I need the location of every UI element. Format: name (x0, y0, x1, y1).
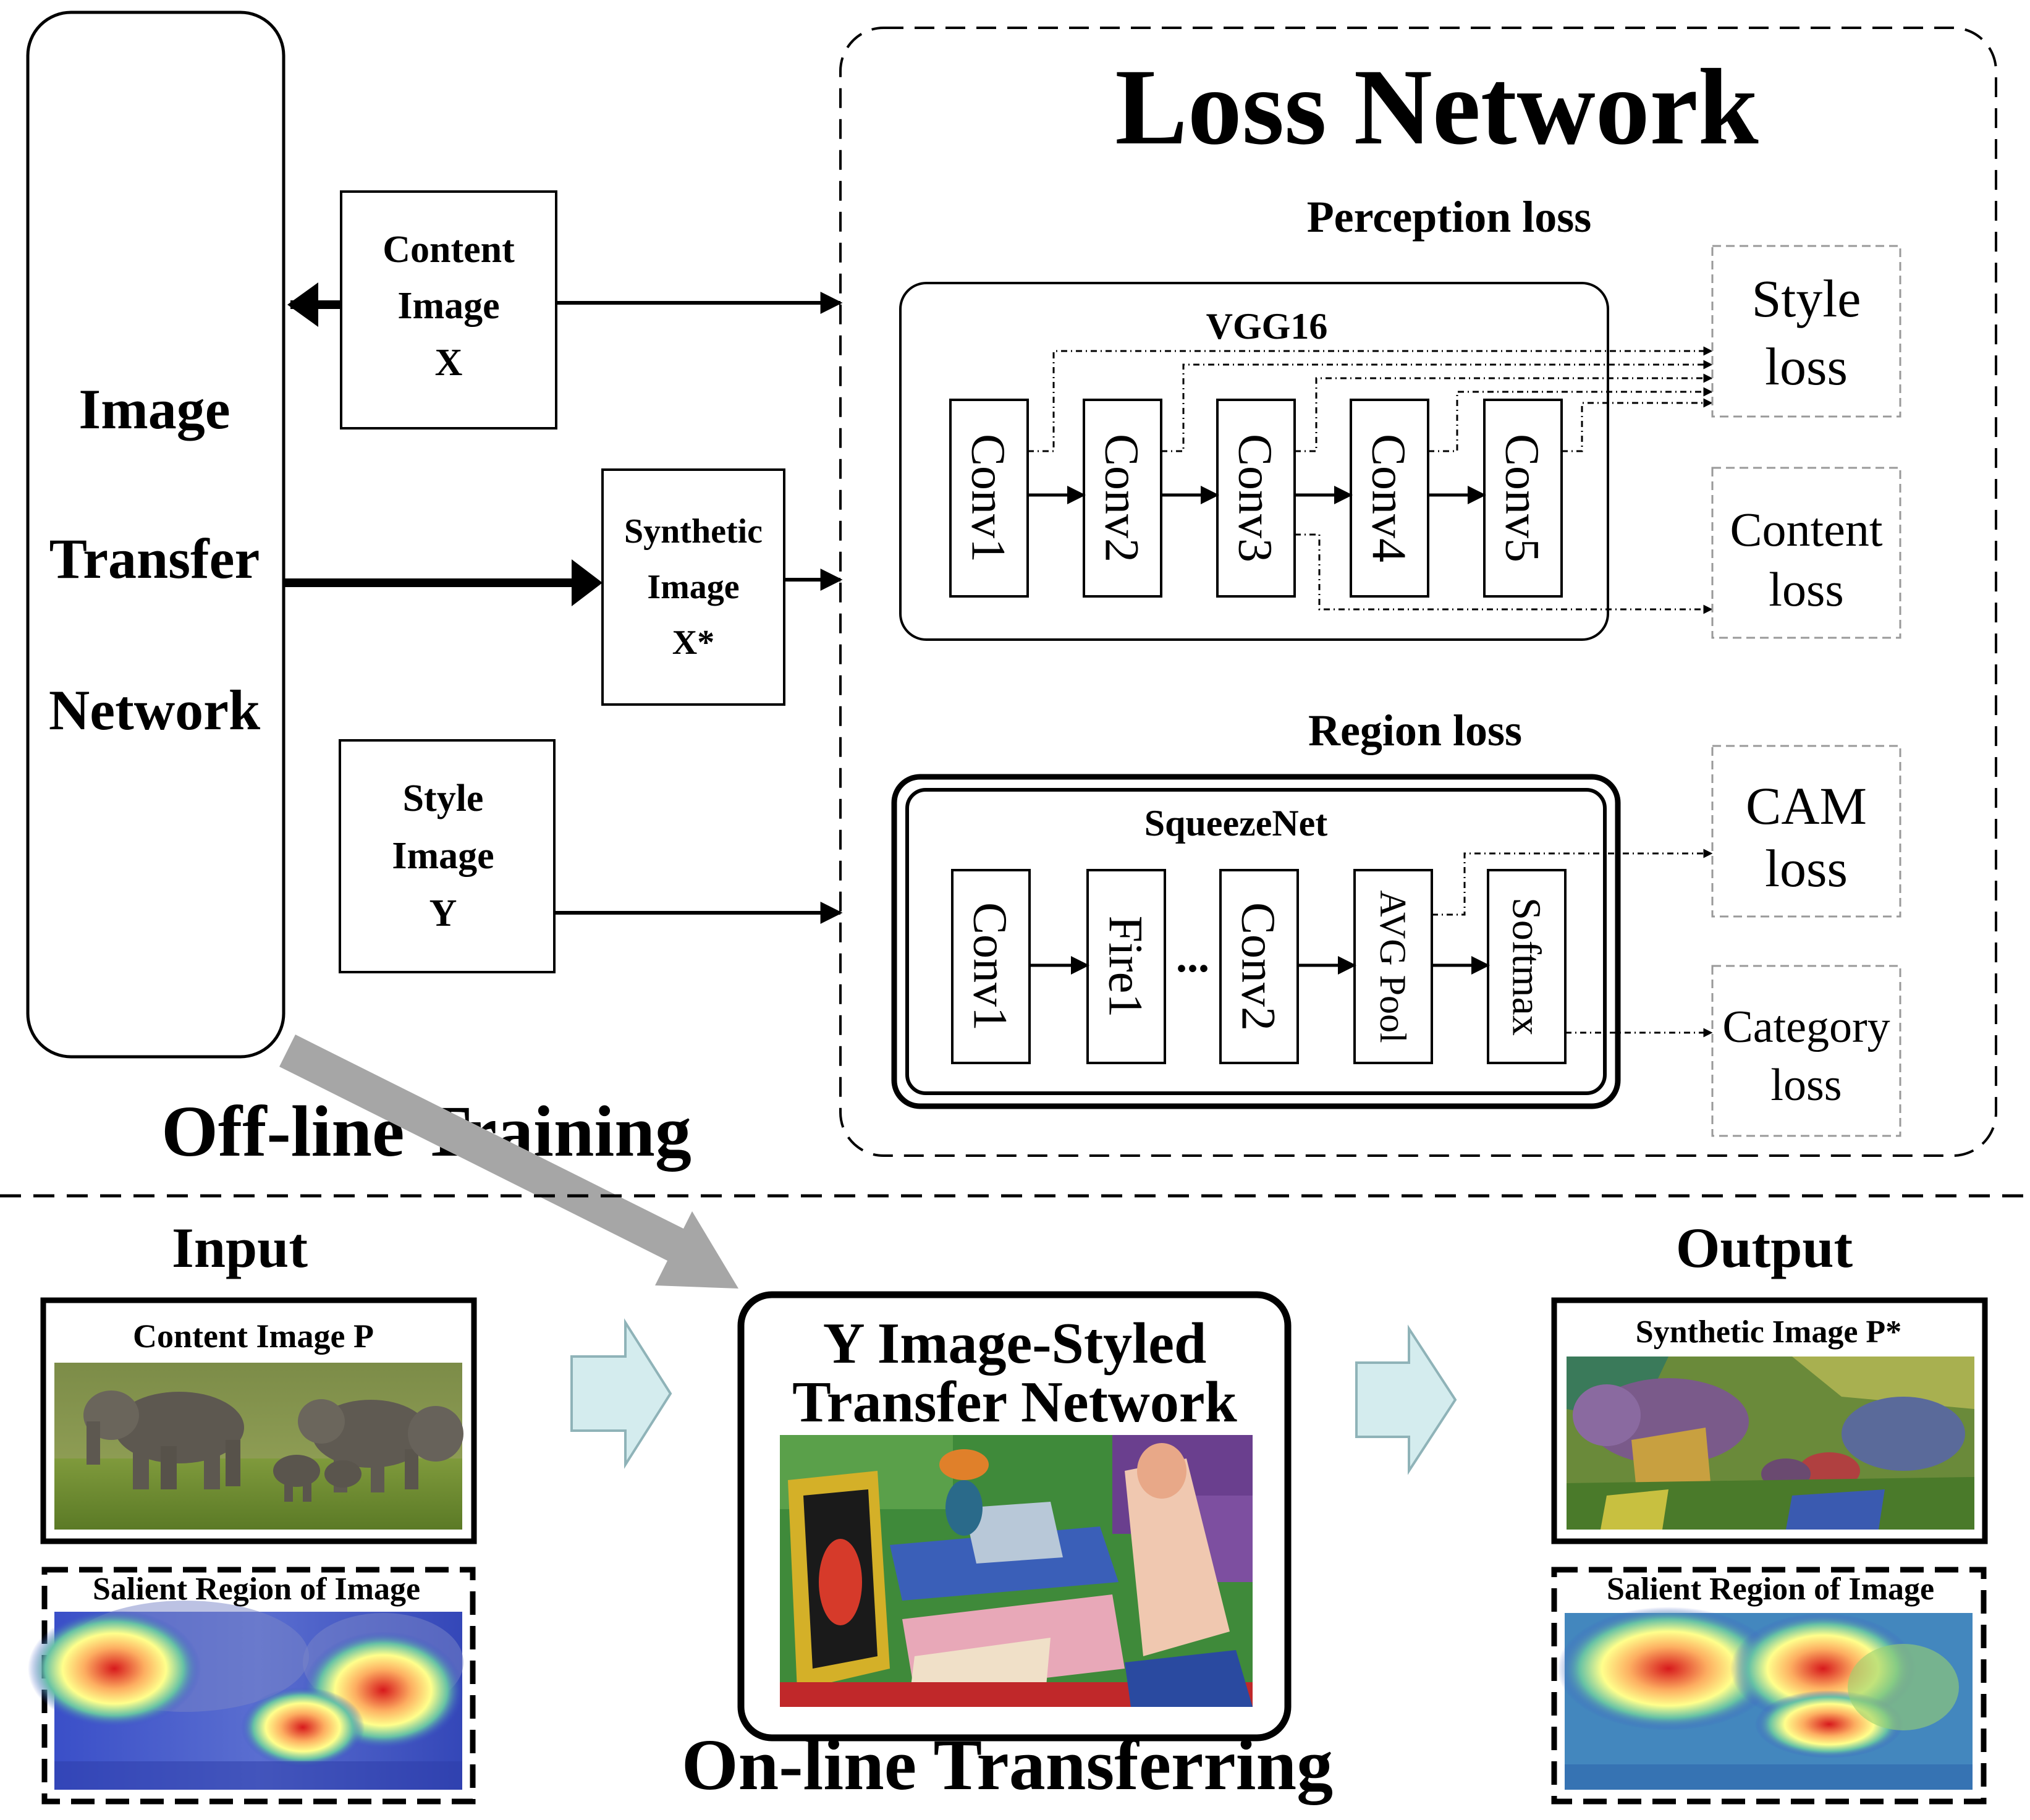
styled-net-label-2: Transfer Network (792, 1370, 1237, 1434)
vgg16-label: VGG16 (1206, 306, 1328, 347)
cam-loss-box: CAM loss (1711, 745, 1901, 918)
output-heatmap (1557, 1607, 1973, 1790)
synthetic-x-label-1: Synthetic (624, 512, 763, 551)
content-image-p-label: Content Image P (133, 1318, 374, 1355)
synthetic-image-p-label: Synthetic Image P* (1636, 1314, 1901, 1350)
output-salient-panel: Salient Region of Image (1551, 1567, 1987, 1805)
content-x-label-2: Image (397, 285, 499, 327)
output-label: Output (1676, 1216, 1853, 1279)
input-salient-label: Salient Region of Image (93, 1572, 420, 1607)
vgg-layer-3: Conv3 (1229, 434, 1283, 562)
input-label: Input (172, 1216, 308, 1279)
arrow-content-to-itn-head (287, 282, 318, 327)
content-loss-box: Content loss (1711, 467, 1901, 639)
squeeze-ellipsis: ... (1176, 932, 1209, 981)
cam-loss-label-2: loss (1765, 839, 1848, 898)
cam-loss-label-1: CAM (1746, 776, 1867, 836)
vgg-style-taps (1028, 346, 1713, 614)
stylized-elephant-photo (1567, 1357, 1974, 1530)
vgg-layer-4: Conv4 (1363, 434, 1416, 562)
vgg16-box (899, 282, 1609, 641)
vgg-layers: Conv1 Conv2 Conv3 Conv4 Conv5 (949, 399, 1563, 598)
content-loss-label-2: loss (1769, 562, 1843, 616)
category-loss-label-1: Category (1722, 1002, 1890, 1052)
content-loss-label-1: Content (1730, 502, 1883, 556)
gray-transfer-arrow (279, 1035, 738, 1289)
squeezenet-box-inner (905, 788, 1607, 1095)
online-transferring-title: On-line Transferring (682, 1724, 1333, 1805)
squeeze-layer-5: Softmax (1504, 897, 1549, 1036)
light-arrow-output (1355, 1324, 1457, 1475)
style-loss-box: Style loss (1711, 245, 1901, 418)
style-loss-label-1: Style (1752, 269, 1861, 328)
squeeze-layer-4: AVG Pool (1372, 890, 1413, 1043)
content-image-p-panel: Content Image P (40, 1297, 477, 1544)
style-painting (780, 1435, 1253, 1707)
content-image-x-box: Content Image X (340, 190, 557, 430)
category-loss-label-2: loss (1770, 1060, 1842, 1111)
synthetic-image-x-box: Synthetic Image X* (601, 468, 785, 706)
styled-net-label-1: Y Image-Styled (823, 1311, 1207, 1376)
arrow-itn-to-synthetic-head (572, 559, 603, 606)
squeeze-layer-1: Conv1 (964, 902, 1018, 1031)
squeeze-layer-2: Fire1 (1099, 916, 1153, 1018)
itn-label-3: Network (49, 679, 261, 742)
category-loss-box: Category loss (1711, 965, 1901, 1137)
itn-label-2: Transfer (49, 527, 260, 590)
style-y-label-3: Y (429, 892, 457, 934)
image-transfer-network: Image Transfer Network (26, 11, 285, 1059)
input-heatmap (28, 1601, 463, 1790)
vgg-layer-5: Conv5 (1496, 434, 1550, 562)
input-salient-panel: Salient Region of Image (28, 1567, 476, 1805)
style-y-label-2: Image (392, 835, 494, 877)
squeeze-taps (1432, 849, 1713, 1038)
elephant-photo (54, 1363, 463, 1530)
squeezenet-box-outer (891, 774, 1621, 1109)
loss-network-title: Loss Network (1115, 47, 1758, 167)
styled-transfer-network: Y Image-Styled Transfer Network (737, 1291, 1292, 1742)
content-x-label-1: Content (383, 229, 515, 271)
synthetic-image-p-panel: Synthetic Image P* (1551, 1297, 1988, 1544)
style-image-y-box: Style Image Y (339, 739, 556, 973)
itn-label-1: Image (78, 378, 230, 441)
content-x-label-3: X (435, 342, 463, 384)
style-loss-label-2: loss (1765, 337, 1848, 396)
light-arrow-input (570, 1318, 672, 1469)
synthetic-x-label-3: X* (672, 624, 714, 662)
squeeze-layer-3: Conv2 (1232, 902, 1286, 1031)
squeezenet-label: SqueezeNet (1144, 803, 1328, 844)
loss-network-frame (839, 27, 1997, 1157)
style-y-label-1: Style (403, 777, 484, 819)
vgg-layer-2: Conv2 (1096, 434, 1149, 562)
vgg-layer-1: Conv1 (962, 434, 1016, 562)
region-loss-label: Region loss (1308, 706, 1522, 755)
perception-loss-label: Perception loss (1307, 192, 1592, 242)
output-salient-label: Salient Region of Image (1607, 1572, 1934, 1607)
synthetic-x-label-2: Image (647, 568, 739, 606)
